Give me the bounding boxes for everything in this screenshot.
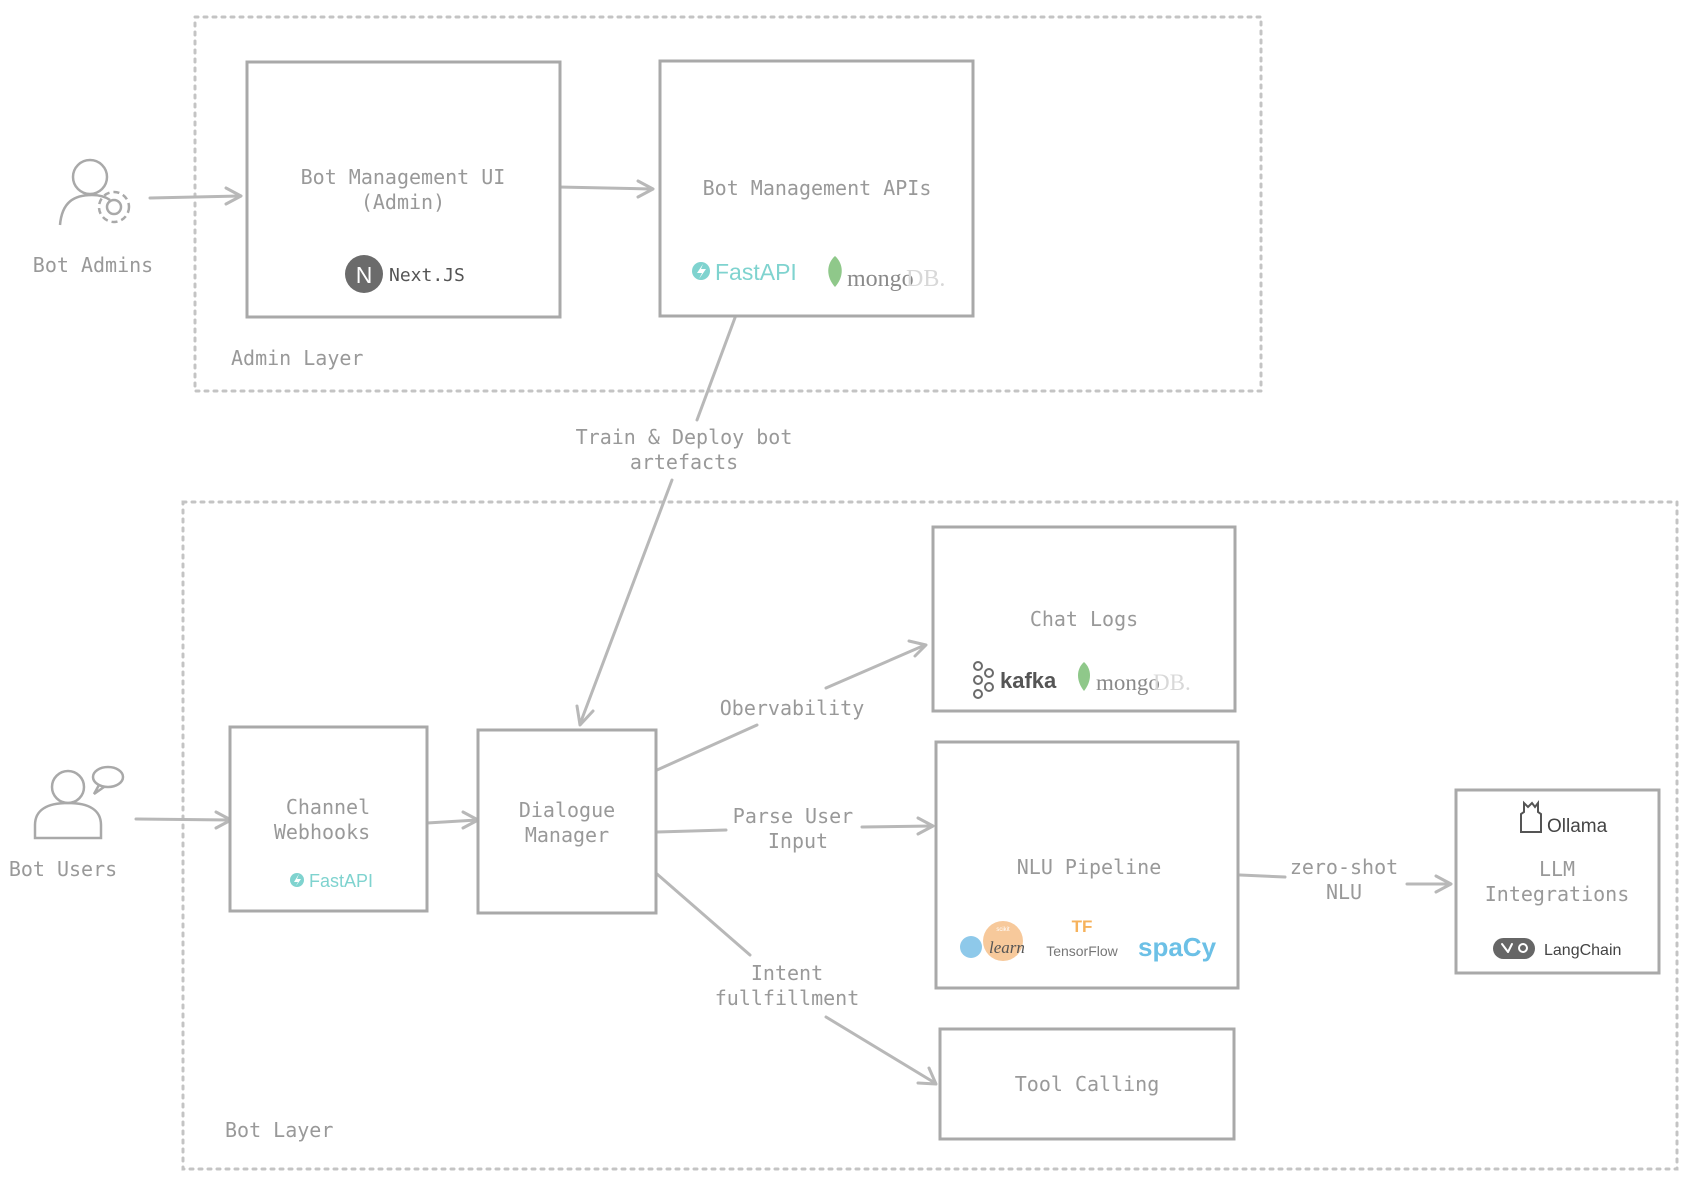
tool-calling-box: Tool Calling: [938, 1027, 1236, 1141]
label-train-deploy-line1: Train & Deploy bot: [576, 425, 793, 449]
connector-webhooks-to-dialogue: [425, 810, 480, 830]
fastapi-label: FastAPI: [715, 259, 797, 285]
fastapi-label-small: FastAPI: [309, 871, 373, 891]
langchain-logo: LangChain: [1493, 938, 1621, 959]
ollama-label: Ollama: [1547, 816, 1608, 837]
mongodb-label-a: mongo: [847, 266, 914, 292]
bot-admins-label: Bot Admins: [33, 253, 153, 277]
tensorflow-mark: TF: [1072, 917, 1093, 936]
connector-nlu-to-llm: [1238, 873, 1453, 894]
label-train-deploy-line2: artefacts: [630, 450, 738, 474]
spacy-logo: spaCy: [1138, 932, 1217, 962]
label-intent-line1: Intent: [751, 961, 823, 985]
label-parse-line1: Parse User: [733, 804, 853, 828]
label-zeroshot-line2: NLU: [1326, 880, 1362, 904]
connector-api-to-dialogue: [575, 313, 738, 727]
bot-management-apis-box: Bot Management APIs FastAPI mongo DB.: [658, 59, 975, 318]
ollama-logo: Ollama: [1520, 800, 1608, 837]
label-observability: Obervability: [720, 696, 865, 720]
kafka-logo: kafka: [973, 661, 1057, 699]
admin-person-icon: [58, 158, 131, 226]
admin-layer-label: Admin Layer: [231, 346, 363, 370]
connector-dialogue-to-nlu: [655, 816, 935, 836]
bot-layer-frame: [181, 500, 1679, 1171]
tensorflow-label: TensorFlow: [1046, 943, 1118, 959]
dialogue-manager-title-line1: Dialogue: [519, 798, 615, 822]
channel-webhooks-title-line2: Webhooks: [274, 820, 370, 844]
label-parse-line2: Input: [768, 829, 828, 853]
label-intent-line2: fullfillment: [715, 986, 860, 1010]
dialogue-manager-box: Dialogue Manager: [476, 728, 658, 915]
bot-management-apis-title: Bot Management APIs: [703, 176, 932, 200]
bot-users-actor: Bot Users: [9, 765, 125, 881]
gear-icon: [97, 190, 131, 224]
user-person-icon: [33, 765, 125, 840]
bot-admins-actor: Bot Admins: [33, 158, 153, 277]
bot-users-label: Bot Users: [9, 857, 117, 881]
sklearn-tag: scikit: [996, 927, 1010, 933]
nextjs-mark: N: [356, 262, 373, 288]
tensorflow-logo: TF TensorFlow: [1046, 917, 1118, 959]
chat-logs-box: Chat Logs kafka mongo DB.: [931, 525, 1237, 713]
mongodb-logo-chatlogs: mongo DB.: [1078, 662, 1191, 695]
mongodb-logo: mongo DB.: [828, 256, 945, 292]
admin-layer-frame: [193, 15, 1263, 393]
chat-logs-title: Chat Logs: [1030, 607, 1138, 631]
nlu-pipeline-box: NLU Pipeline scikit learn TF TensorFlow …: [934, 740, 1240, 990]
bot-management-ui-box: Bot Management UI (Admin) N Next.JS: [245, 60, 562, 319]
mongodb-chatlogs-b: DB.: [1153, 670, 1191, 695]
connector-admin-to-ui: [148, 186, 243, 206]
nextjs-logo: N Next.JS: [345, 255, 465, 293]
mongodb-chatlogs-a: mongo: [1096, 670, 1160, 695]
bot-layer-label: Bot Layer: [225, 1118, 333, 1142]
bot-management-ui-title-line2: (Admin): [361, 190, 445, 214]
connector-dialogue-to-tools: [655, 872, 938, 1086]
llm-integrations-title-line1: LLM: [1539, 857, 1575, 881]
nlu-pipeline-title: NLU Pipeline: [1017, 855, 1162, 879]
tool-calling-title: Tool Calling: [1015, 1072, 1160, 1096]
mongodb-label-b: DB.: [906, 266, 945, 292]
speech-bubble-icon: [91, 765, 125, 796]
kafka-label: kafka: [1000, 668, 1057, 693]
fastapi-logo: FastAPI: [692, 259, 797, 285]
llm-integrations-box: Ollama LLM Integrations LangChain: [1454, 788, 1661, 975]
llm-integrations-title-line2: Integrations: [1485, 882, 1630, 906]
sklearn-label: learn: [989, 938, 1025, 957]
langchain-label: LangChain: [1544, 942, 1621, 959]
sklearn-logo: scikit learn: [960, 921, 1025, 961]
connector-dialogue-to-chatlogs: [655, 639, 928, 772]
label-zeroshot-line1: zero-shot: [1290, 855, 1398, 879]
channel-webhooks-box: Channel Webhooks FastAPI: [228, 725, 429, 913]
channel-webhooks-title-line1: Channel: [286, 795, 370, 819]
bot-management-ui-title-line1: Bot Management UI: [301, 165, 506, 189]
nextjs-label: Next.JS: [389, 265, 465, 286]
dialogue-manager-title-line2: Manager: [525, 823, 609, 847]
fastapi-logo-small: FastAPI: [290, 871, 373, 891]
connector-ui-to-api: [556, 179, 655, 199]
